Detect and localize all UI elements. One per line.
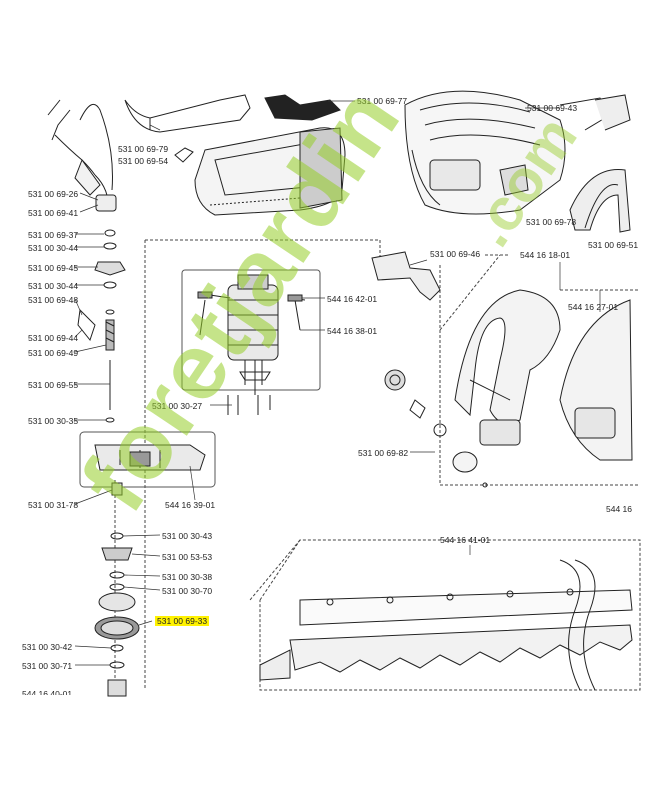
part-label: 531 00 30-44 <box>28 243 79 253</box>
part-label: 531 00 69-78 <box>526 217 577 227</box>
part-label: 531 00 69-82 <box>358 448 409 458</box>
part-label: 531 00 30-35 <box>28 416 79 426</box>
part-label: 531 00 30-42 <box>22 642 73 652</box>
part-label: 531 00 69-49 <box>28 348 79 358</box>
part-label: 531 00 69-79 <box>118 144 169 154</box>
cable-clamp <box>371 251 441 301</box>
cutting-blade <box>259 559 633 691</box>
gear-housing <box>79 431 216 488</box>
screws <box>227 395 271 415</box>
part-label: 531 00 69-48 <box>28 295 79 305</box>
left-stack <box>77 229 126 423</box>
part-label: 531 00 69-46 <box>430 249 481 259</box>
part-label: 531 00 69-37 <box>28 230 79 240</box>
leader-lines <box>74 100 601 666</box>
part-label: 531 00 69-77 <box>357 96 408 106</box>
part-label: 531 00 30-38 <box>162 572 213 582</box>
switch-parts <box>124 94 341 163</box>
part-label: 531 00 69-41 <box>28 208 79 218</box>
part-label-highlighted: 531 00 69-33 <box>155 616 210 626</box>
guard-bracket <box>569 169 631 233</box>
part-label: 531 00 69-45 <box>28 263 79 273</box>
part-label: 531 00 69-51 <box>588 240 639 250</box>
motor <box>197 274 306 395</box>
part-label: 531 00 30-43 <box>162 531 213 541</box>
gear-stack <box>94 482 140 697</box>
part-label: 531 00 69-43 <box>527 103 578 113</box>
part-label: 531 00 69-44 <box>28 333 79 343</box>
power-cord <box>47 99 117 212</box>
part-label: 531 00 69-55 <box>28 380 79 390</box>
part-label: 531 00 53-53 <box>162 552 213 562</box>
motor-housing <box>404 90 631 215</box>
knob-parts <box>384 369 488 488</box>
part-label: 531 00 30-44 <box>28 281 79 291</box>
part-label: 544 16 42-01 <box>327 294 378 304</box>
part-label: 531 00 30-27 <box>152 401 203 411</box>
part-label: 531 00 69-26 <box>28 189 79 199</box>
part-label: 531 00 30-70 <box>162 586 213 596</box>
part-label: 531 00 31-78 <box>28 500 79 510</box>
part-label: 531 00 69-54 <box>118 156 169 166</box>
part-label: 544 16 27-01 <box>568 302 619 312</box>
part-label: 544 16 41-01 <box>440 535 491 545</box>
part-label: 544 16 40-01 <box>22 689 73 695</box>
part-label: 544 16 <box>606 504 632 514</box>
handle-housing <box>194 127 346 216</box>
part-label: 544 16 38-01 <box>327 326 378 336</box>
part-label: 531 00 30-71 <box>22 661 73 671</box>
part-label: 544 16 18-01 <box>520 250 571 260</box>
front-handle <box>454 289 633 461</box>
part-label: 544 16 39-01 <box>165 500 216 510</box>
